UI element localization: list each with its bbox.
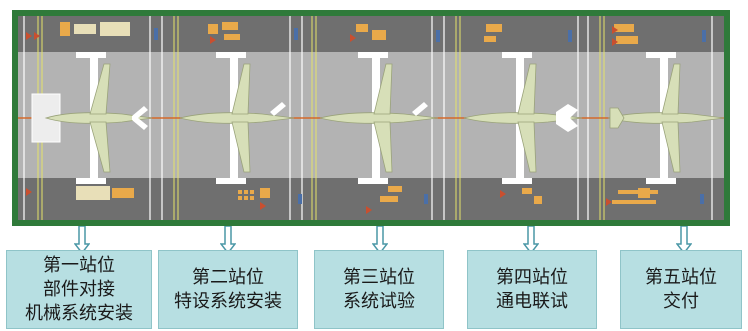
station-1-task-2: 机械系统安装: [25, 302, 133, 324]
aircraft-station-2: [179, 52, 295, 184]
station-3-label-box: 第三站位 系统试验: [314, 250, 444, 329]
control-panels: [154, 28, 706, 204]
aircraft-station-1: [31, 52, 153, 184]
station-5-title: 第五站位: [645, 266, 717, 288]
station-5-label-box: 第五站位 交付: [620, 250, 742, 329]
assembly-line-floorplan: [12, 10, 730, 226]
station-1-title: 第一站位: [43, 254, 115, 276]
station-4-title: 第四站位: [496, 266, 568, 288]
station-1-task-1: 部件对接: [43, 278, 115, 300]
bottom-storage-band: [18, 178, 724, 220]
station-2-title: 第二站位: [192, 266, 264, 288]
down-arrow-icon: [523, 226, 539, 254]
aircraft-station-5: [607, 52, 725, 184]
station-4-task: 通电联试: [496, 290, 568, 312]
station-2-task: 特设系统安装: [174, 290, 282, 312]
tooling-racks: [60, 22, 658, 204]
station-4-label-box: 第四站位 通电联试: [467, 250, 597, 329]
station-5-task: 交付: [663, 290, 699, 312]
station-3-title: 第三站位: [343, 266, 415, 288]
aircraft-station-3: [319, 52, 439, 184]
down-arrow-icon: [220, 226, 236, 254]
top-storage-band: [18, 16, 724, 52]
floorplan-drawing: [18, 16, 725, 220]
marker-triangles: [26, 26, 618, 214]
station-3-task: 系统试验: [343, 290, 415, 312]
station-1-label-box: 第一站位 部件对接 机械系统安装: [6, 250, 152, 329]
down-arrow-icon: [372, 226, 388, 254]
aircraft-station-4: [463, 52, 583, 184]
down-arrow-icon: [676, 226, 692, 254]
down-arrow-icon: [74, 226, 90, 254]
station-2-label-box: 第二站位 特设系统安装: [158, 250, 298, 329]
